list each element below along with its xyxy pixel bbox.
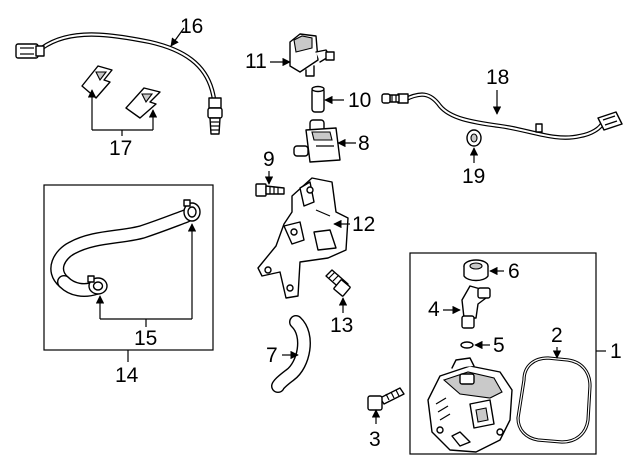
svg-text:12: 12	[352, 213, 375, 236]
valve-cover-box	[409, 252, 597, 455]
svg-text:13: 13	[330, 314, 353, 337]
svg-text:3: 3	[369, 428, 381, 451]
callout-8: 8	[337, 132, 370, 155]
svg-text:19: 19	[462, 165, 485, 188]
oxygen-sensor-downstream[interactable]	[381, 92, 623, 140]
callout-1: 1	[596, 340, 622, 363]
callout-13: 13	[330, 297, 353, 337]
callout-4: 4	[428, 298, 461, 321]
callout-12: 12	[333, 213, 375, 236]
mounting-bracket[interactable]	[257, 177, 349, 299]
callout-11: 11	[245, 50, 291, 73]
svg-text:15: 15	[134, 327, 157, 350]
callout-17: 17	[87, 89, 158, 160]
callout-5: 5	[474, 334, 505, 357]
valve-cover[interactable]	[427, 357, 513, 453]
svg-text:4: 4	[428, 298, 440, 321]
wire-grommet[interactable]	[466, 129, 482, 147]
callout-3: 3	[369, 409, 381, 451]
purge-valve[interactable]	[289, 33, 335, 77]
oil-filler-cap[interactable]	[463, 259, 489, 282]
o-ring[interactable]	[460, 341, 474, 349]
svg-text:18: 18	[486, 66, 509, 89]
callout-10: 10	[324, 89, 371, 112]
vacuum-hose[interactable]	[271, 315, 311, 393]
svg-text:5: 5	[493, 334, 505, 357]
callout-7: 7	[266, 344, 299, 367]
svg-text:7: 7	[266, 344, 278, 367]
svg-text:8: 8	[358, 132, 370, 155]
callout-6: 6	[489, 260, 520, 283]
callout-19: 19	[462, 147, 485, 188]
oxygen-sensor-upstream[interactable]	[15, 32, 223, 135]
valve-cover-gasket[interactable]	[516, 356, 592, 444]
svg-text:11: 11	[245, 50, 267, 73]
svg-text:10: 10	[348, 89, 371, 112]
callout-9: 9	[263, 148, 275, 185]
svg-text:6: 6	[508, 260, 520, 283]
bracket-bolt[interactable]	[325, 269, 351, 297]
svg-text:2: 2	[551, 324, 563, 347]
vacuum-solenoid[interactable]	[293, 119, 341, 163]
callout-15: 15	[95, 223, 197, 350]
svg-text:9: 9	[263, 148, 275, 171]
callout-14: 14	[115, 350, 139, 387]
breather-hose[interactable]	[50, 209, 193, 297]
wire-clip-bracket[interactable]	[81, 65, 161, 119]
cover-bolt[interactable]	[367, 387, 405, 411]
svg-text:16: 16	[180, 15, 203, 38]
callout-2: 2	[551, 324, 563, 359]
svg-text:17: 17	[109, 137, 132, 160]
mounting-bolt[interactable]	[255, 183, 285, 197]
svg-text:1: 1	[610, 340, 622, 363]
pcv-valve[interactable]	[461, 285, 491, 329]
callout-18: 18	[486, 66, 509, 115]
callout-16: 16	[170, 15, 203, 47]
hose-clamp[interactable]	[87, 199, 201, 295]
hose-sleeve[interactable]	[311, 85, 325, 113]
svg-text:14: 14	[115, 364, 139, 387]
